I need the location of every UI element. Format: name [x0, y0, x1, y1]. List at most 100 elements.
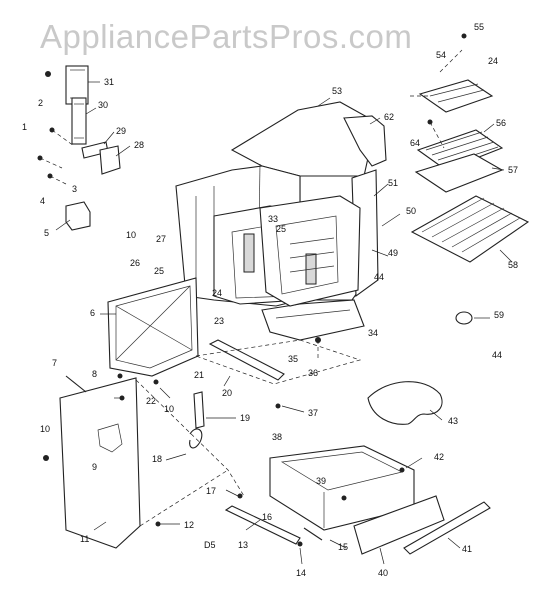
- screw-42[interactable]: [399, 467, 405, 473]
- callout-7: 7: [52, 358, 57, 368]
- door-lower-group: [43, 337, 321, 549]
- callout-21: 21: [194, 370, 204, 380]
- callout-19: 19: [240, 413, 250, 423]
- screw-22[interactable]: [119, 395, 125, 401]
- callout-10a: 10: [126, 230, 136, 240]
- callout-14: 14: [296, 568, 306, 578]
- callout-62: 62: [384, 112, 394, 122]
- hinge-spring-18[interactable]: [189, 428, 203, 449]
- door-outer-11[interactable]: [59, 377, 141, 549]
- callout-16: 16: [262, 512, 272, 522]
- drawer-rail-15[interactable]: [303, 527, 323, 541]
- vent-duct-62[interactable]: [343, 115, 387, 167]
- assembly-lines: [135, 49, 463, 527]
- callout-d5: D5: [204, 540, 216, 550]
- callout-27: 27: [156, 234, 166, 244]
- callout-24a: 24: [212, 288, 222, 298]
- callout-42: 42: [434, 452, 444, 462]
- callout-33: 33: [268, 214, 278, 224]
- callout-29: 29: [116, 126, 126, 136]
- callout-36: 36: [308, 368, 318, 378]
- callout-23: 23: [214, 316, 224, 326]
- drawer-rail-13[interactable]: [224, 505, 301, 545]
- callout-30: 30: [98, 100, 108, 110]
- callout-8: 8: [92, 369, 97, 379]
- callout-58: 58: [508, 260, 518, 270]
- callout-31: 31: [104, 77, 114, 87]
- oven-rack-58[interactable]: [410, 195, 530, 263]
- callout-15: 15: [338, 542, 348, 552]
- screw-8[interactable]: [117, 373, 123, 379]
- callout-9: 9: [92, 462, 97, 472]
- storage-drawer-group: [224, 445, 491, 555]
- callout-2: 2: [38, 98, 43, 108]
- broiler-pan-57[interactable]: [414, 153, 504, 193]
- callout-44a: 44: [374, 272, 384, 282]
- callout-55: 55: [474, 22, 484, 32]
- callout-64: 64: [410, 138, 420, 148]
- callout-41: 41: [462, 544, 472, 554]
- support-bar-20[interactable]: [208, 339, 285, 381]
- screw-39[interactable]: [341, 495, 347, 501]
- broiler-compartment: [243, 195, 361, 307]
- callout-24b: 24: [488, 56, 498, 66]
- screw-top[interactable]: [45, 71, 51, 77]
- callout-25b: 25: [276, 224, 286, 234]
- callout-56: 56: [496, 118, 506, 128]
- broiler-box-35[interactable]: [259, 195, 361, 307]
- drawer-panel-40[interactable]: [353, 495, 445, 555]
- accessories-group: [410, 33, 530, 325]
- callout-34: 34: [368, 328, 378, 338]
- hinge-part-28[interactable]: [99, 145, 121, 175]
- callout-38: 38: [272, 432, 282, 442]
- element-33[interactable]: [243, 233, 255, 273]
- watermark: AppliancePartsPros.com: [40, 18, 413, 55]
- callout-labels: 31 2 30 1 29 28 3 4 5 10 27 26 25 25 33 …: [22, 22, 518, 578]
- callout-17: 17: [206, 486, 216, 496]
- leader-lines: [55, 81, 513, 565]
- grommet-59[interactable]: [455, 311, 473, 325]
- screw-55[interactable]: [461, 33, 467, 39]
- callout-40: 40: [378, 568, 388, 578]
- heat-shield-43[interactable]: [367, 381, 443, 425]
- strip-7[interactable]: [65, 375, 87, 393]
- screw-17[interactable]: [237, 493, 243, 499]
- callout-50: 50: [406, 206, 416, 216]
- callout-57: 57: [508, 165, 518, 175]
- hinge-21[interactable]: [193, 391, 205, 429]
- callout-28: 28: [134, 140, 144, 150]
- screw-10b[interactable]: [153, 379, 159, 385]
- callout-26: 26: [130, 258, 140, 268]
- callout-13: 13: [238, 540, 248, 550]
- screw-37[interactable]: [275, 403, 281, 409]
- callout-6: 6: [90, 308, 95, 318]
- callout-11: 11: [80, 534, 89, 544]
- bracket-30[interactable]: [71, 97, 87, 145]
- door-inner-panel[interactable]: [107, 277, 199, 377]
- callout-12: 12: [184, 520, 194, 530]
- callout-51: 51: [388, 178, 398, 188]
- callout-37: 37: [308, 408, 318, 418]
- callout-39: 39: [316, 476, 326, 486]
- callout-5: 5: [44, 228, 49, 238]
- screw-10c[interactable]: [43, 455, 49, 461]
- bracket-hardware-group: [37, 65, 121, 231]
- screw-12[interactable]: [155, 521, 161, 527]
- callout-4: 4: [40, 196, 45, 206]
- callout-54: 54: [436, 50, 446, 60]
- callout-53: 53: [332, 86, 342, 96]
- callout-3: 3: [72, 184, 77, 194]
- callout-10c: 10: [40, 424, 50, 434]
- callout-10b: 10: [164, 404, 174, 414]
- callout-25a: 25: [154, 266, 164, 276]
- rack-54[interactable]: [418, 79, 494, 113]
- callout-43: 43: [448, 416, 458, 426]
- callout-1: 1: [22, 122, 27, 132]
- screw-14[interactable]: [297, 541, 303, 547]
- callout-20: 20: [222, 388, 232, 398]
- bracket-5[interactable]: [65, 201, 91, 231]
- callout-49: 49: [388, 248, 398, 258]
- drawer-trim-41[interactable]: [403, 501, 491, 555]
- callout-18: 18: [152, 454, 162, 464]
